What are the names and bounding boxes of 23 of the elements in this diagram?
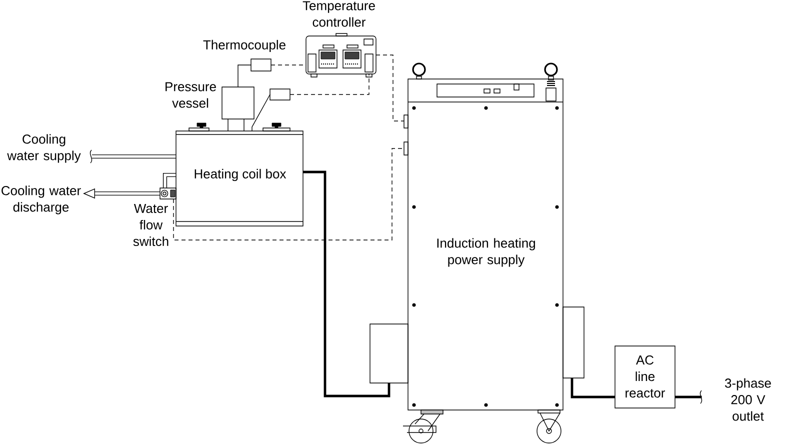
coil-box: Heating coil box bbox=[176, 122, 304, 226]
device-label: Thermocouple bbox=[203, 40, 286, 52]
wire bbox=[238, 64, 252, 88]
terminal-box bbox=[370, 324, 408, 384]
text-label: Cooling water discharge bbox=[2, 186, 81, 214]
dashed-line bbox=[376, 54, 404, 122]
connector-box bbox=[270, 88, 290, 100]
dashed-line bbox=[173, 148, 404, 240]
device-label: Pressure vessel bbox=[166, 82, 216, 108]
power-supply-cabinet: Induction heating power supply bbox=[402, 62, 564, 444]
cable bbox=[570, 378, 615, 398]
cable bbox=[675, 396, 702, 398]
text-label: Cooling water supply bbox=[7, 134, 81, 163]
reactor-box: AC line reactor bbox=[614, 346, 676, 408]
cable bbox=[303, 170, 390, 398]
terminal-box bbox=[562, 306, 584, 378]
wire bbox=[252, 94, 270, 132]
pipe bbox=[162, 172, 176, 188]
device-label: Temperature controller bbox=[302, 1, 375, 27]
pipe bbox=[92, 154, 176, 159]
text-label: 3-phase 200 V outlet bbox=[725, 378, 771, 421]
device-label: Water flow switch bbox=[133, 204, 168, 246]
dashed-line bbox=[290, 74, 370, 95]
